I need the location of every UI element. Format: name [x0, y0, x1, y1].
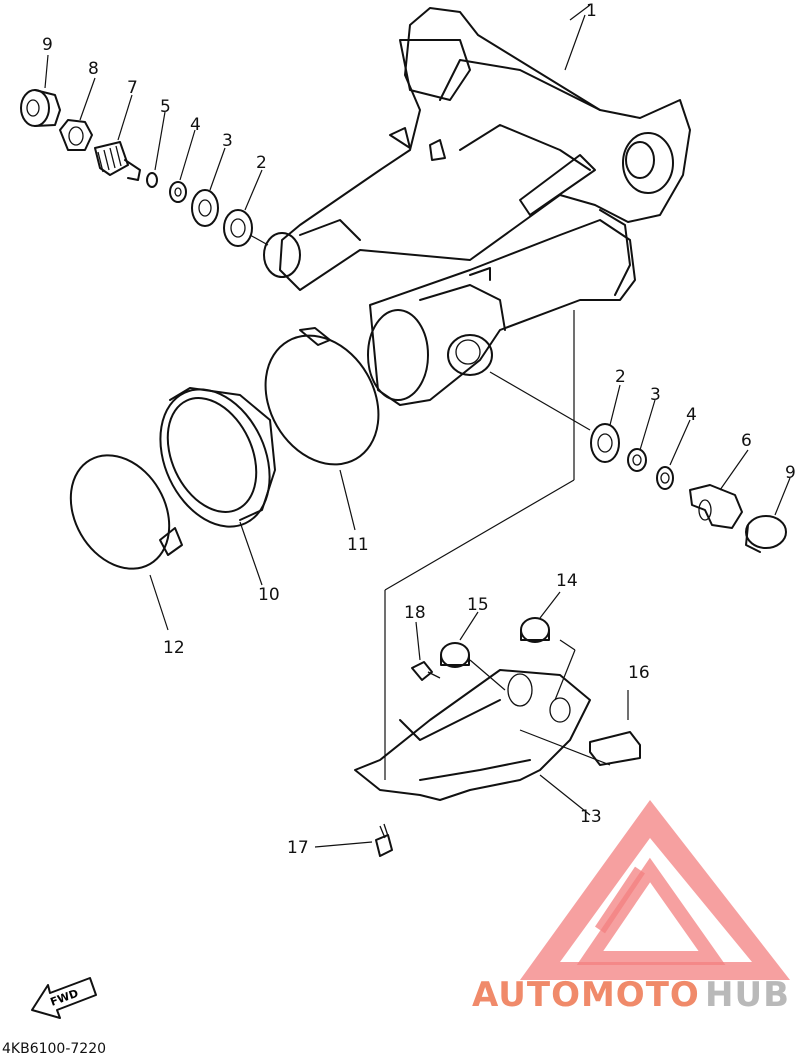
part-11-clamp [264, 327, 380, 466]
drawing-code: 4KB6100-7220 [2, 1041, 106, 1057]
part-12-clamp [69, 454, 183, 570]
part-10-boot [159, 387, 276, 528]
label-14: 14 [556, 571, 578, 591]
label-9-left: 9 [42, 35, 53, 55]
part-3-seal-left [191, 189, 219, 227]
part-15-bush [440, 642, 470, 668]
part-4-washer-left [169, 181, 187, 203]
label-3-left: 3 [222, 131, 233, 151]
label-6: 6 [741, 431, 752, 451]
label-3-right: 3 [650, 385, 661, 405]
part-2-bearing-left [223, 209, 253, 247]
part-9-cap-left [20, 89, 61, 127]
fwd-label: FWD [49, 987, 80, 1009]
watermark-text-hub: HUB [705, 975, 790, 1015]
part-7-bolt [94, 141, 141, 181]
label-16: 16 [628, 663, 650, 683]
label-10: 10 [258, 585, 280, 605]
watermark-text-automoto: AUTOMOTO [472, 975, 700, 1015]
label-11: 11 [347, 535, 369, 555]
watermark-logo [520, 800, 790, 980]
fwd-arrow-icon: FWD [31, 977, 97, 1019]
leader-lines [44, 4, 791, 848]
part-6-bolt [689, 484, 743, 529]
part-13-guard [354, 669, 591, 801]
part-9-cap-right [745, 515, 787, 553]
label-9-right: 9 [785, 463, 796, 483]
part-17-bolt [375, 823, 393, 857]
part-2-bearing-right [590, 423, 620, 463]
part-3-seal-right [627, 448, 647, 472]
label-1: 1 [586, 1, 597, 21]
right-axle-parts [489, 371, 787, 553]
left-axle-parts [20, 89, 269, 247]
swingarm [263, 7, 691, 406]
label-8: 8 [88, 59, 99, 79]
part-labels: 1 2 3 4 5 7 8 9 2 3 4 6 9 10 11 12 13 14… [42, 1, 796, 858]
label-13: 13 [580, 807, 602, 827]
label-15: 15 [467, 595, 489, 615]
part-5-clip [146, 172, 158, 188]
label-2-right: 2 [615, 367, 626, 387]
label-18: 18 [404, 603, 426, 623]
label-5: 5 [160, 97, 171, 117]
part-14-bush [520, 617, 550, 643]
label-7: 7 [127, 78, 138, 98]
part-16-damper [589, 731, 641, 766]
label-4-left: 4 [190, 115, 201, 135]
part-8-nut [59, 119, 93, 151]
label-12: 12 [163, 638, 185, 658]
label-2-left: 2 [256, 153, 267, 173]
label-17: 17 [287, 838, 309, 858]
part-4-washer-right [656, 466, 674, 490]
part-18-screw [411, 661, 441, 681]
watermark-text: AUTOMOTO HUB [472, 975, 790, 1015]
label-4-right: 4 [686, 405, 697, 425]
